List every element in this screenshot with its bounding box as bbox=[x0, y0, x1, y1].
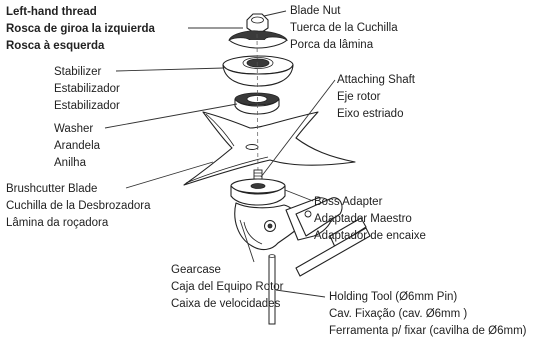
gearcase-pt: Caixa de velocidades bbox=[171, 298, 281, 310]
boss-adapter-es: Adaptador Maestro bbox=[314, 213, 412, 225]
leader-washer bbox=[104, 103, 238, 129]
boss-adapter-part bbox=[230, 178, 286, 206]
stabilizer-en: Stabilizer bbox=[54, 66, 101, 78]
leader-stabilizer bbox=[115, 67, 225, 72]
thread-note-label: Left-hand thread Rosca de giroa la izqui… bbox=[6, 6, 156, 52]
thread-note-en: Left-hand thread bbox=[6, 6, 97, 18]
washer-en: Washer bbox=[54, 123, 93, 135]
stabilizer-part bbox=[222, 55, 294, 87]
brushcutter-blade-en: Brushcutter Blade bbox=[6, 183, 97, 195]
holding-tool-es: Cav. Fixação (cav. Ø6mm ) bbox=[329, 308, 467, 320]
brushcutter-blade-label: Brushcutter Blade Cuchilla de la Desbroz… bbox=[6, 183, 151, 229]
holding-tool-en: Holding Tool (Ø6mm Pin) bbox=[329, 291, 457, 303]
attaching-shaft-pt: Eixo estriado bbox=[337, 108, 403, 120]
holding-tool-pt: Ferramenta p/ fixar (cavilha de Ø6mm) bbox=[329, 325, 527, 337]
washer-pt: Anilha bbox=[54, 157, 87, 169]
attaching-shaft-label: Attaching Shaft Eje rotor Eixo estriado bbox=[337, 74, 416, 120]
blade-nut-label: Blade Nut Tuerca de la Cuchilla Porca da… bbox=[290, 5, 398, 51]
leader-blade-nut bbox=[263, 10, 287, 17]
thread-note-pt: Rosca à esquerda bbox=[6, 40, 105, 52]
leader-boss-adapter bbox=[284, 189, 314, 202]
blade-nut-en: Blade Nut bbox=[290, 5, 341, 17]
thread-note-es: Rosca de giroa la izquierda bbox=[6, 23, 156, 35]
holding-tool-part bbox=[268, 254, 276, 325]
brushcutter-blade-pt: Lâmina da roçadora bbox=[6, 217, 109, 229]
blade-nut-pt: Porca da lâmina bbox=[290, 39, 374, 51]
gearcase-es: Caja del Equipo Rotor bbox=[171, 281, 284, 293]
boss-adapter-pt: Adaptador de encaixe bbox=[314, 230, 426, 242]
leader-holding-tool bbox=[275, 289, 326, 298]
stabilizer-es: Estabilizador bbox=[54, 83, 120, 95]
gearcase-part bbox=[234, 197, 371, 277]
leader-attaching-shaft bbox=[260, 79, 336, 178]
brushcutter-blade-part bbox=[183, 111, 356, 186]
attaching-shaft-es: Eje rotor bbox=[337, 91, 381, 103]
holding-tool-label: Holding Tool (Ø6mm Pin) Cav. Fixação (ca… bbox=[329, 291, 527, 337]
gearcase-en: Gearcase bbox=[171, 264, 221, 276]
washer-label: Washer Arandela Anilha bbox=[54, 123, 101, 169]
leader-brushcutter-blade bbox=[125, 161, 214, 189]
leader-gearcase bbox=[239, 219, 255, 263]
boss-adapter-label: Boss Adapter Adaptador Maestro Adaptador… bbox=[314, 196, 426, 242]
stabilizer-pt: Estabilizador bbox=[54, 100, 120, 112]
attaching-shaft-en: Attaching Shaft bbox=[337, 74, 416, 86]
washer-part bbox=[234, 92, 280, 115]
gearcase-label: Gearcase Caja del Equipo Rotor Caixa de … bbox=[171, 264, 284, 310]
brushcutter-blade-es: Cuchilla de la Desbrozadora bbox=[6, 200, 151, 212]
boss-adapter-en: Boss Adapter bbox=[314, 196, 383, 208]
blade-nut-es: Tuerca de la Cuchilla bbox=[290, 22, 398, 34]
blade-nut-part bbox=[228, 13, 288, 49]
washer-es: Arandela bbox=[54, 140, 101, 152]
stabilizer-label: Stabilizer Estabilizador Estabilizador bbox=[54, 66, 120, 112]
